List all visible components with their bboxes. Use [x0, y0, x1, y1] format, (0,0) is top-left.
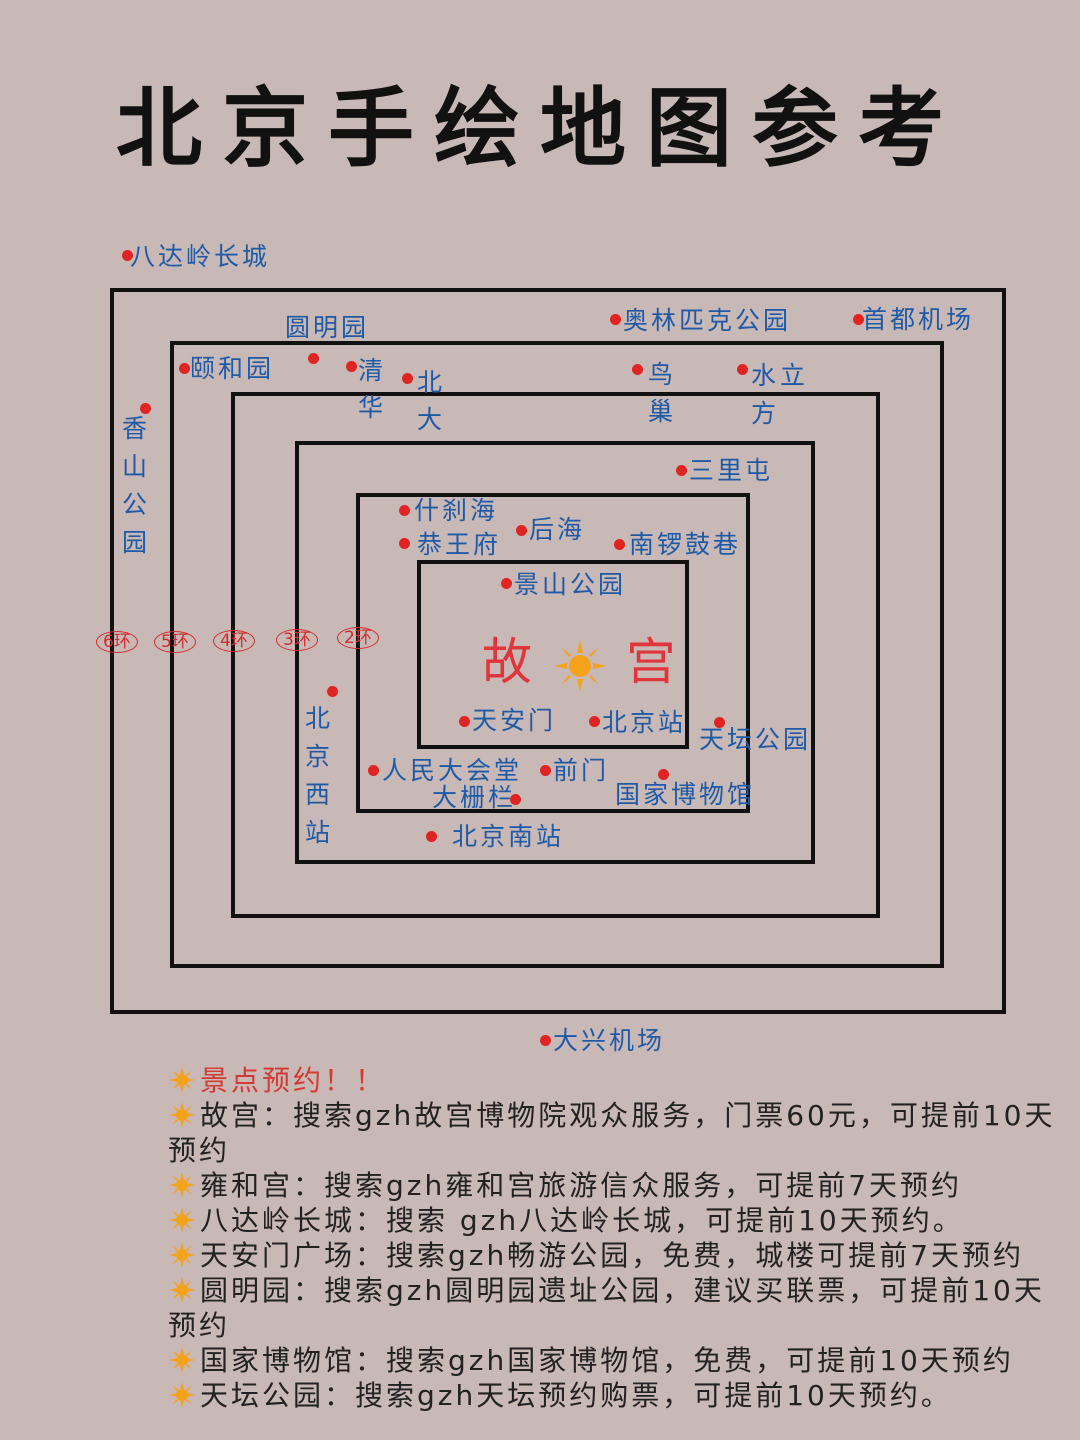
label-beijingxizhan: 北京西站	[305, 704, 331, 847]
marker-jingshan	[501, 578, 512, 589]
label-jingshan: 景山公园	[514, 570, 627, 599]
note-item: 雍和宫：搜索gzh雍和宫旅游信众服务，可提前7天预约	[168, 1168, 1063, 1203]
ring-label-2: 2环	[337, 627, 379, 649]
sun-icon	[169, 1347, 195, 1373]
label-nanzhan: 北京南站	[452, 822, 565, 851]
note-text: 故宫：搜索gzh故宫博物院观众服务，门票60元，可提前10天预约	[168, 1099, 1056, 1167]
ring-label-5: 5环	[154, 631, 196, 653]
marker-renda	[368, 765, 379, 776]
note-item: 八达岭长城：搜索 gzh八达岭长城，可提前10天预约。	[168, 1203, 1063, 1238]
note-text: 国家博物馆：搜索gzh国家博物馆，免费，可提前10天预约	[200, 1344, 1014, 1377]
label-qianmen: 前门	[553, 756, 610, 785]
note-item: 圆明园：搜索gzh圆明园遗址公园，建议买联票，可提前10天预约	[168, 1273, 1063, 1343]
label-dashilan: 大栅栏	[432, 783, 517, 812]
label-guobo: 国家博物馆	[615, 780, 756, 809]
sun-icon	[169, 1382, 195, 1408]
label-beida: 北大	[417, 368, 443, 434]
sun-icon	[169, 1207, 195, 1233]
marker-qinghua	[346, 361, 357, 372]
ring-5	[170, 341, 944, 968]
marker-beijingzhan	[589, 716, 600, 727]
marker-beijingxizhan	[327, 686, 338, 697]
ring-label-6: 6环	[96, 631, 138, 653]
label-houhai: 后海	[529, 515, 586, 544]
sun-icon	[169, 1242, 195, 1268]
label-tiananmen: 天安门	[472, 706, 557, 735]
marker-tiananmen	[459, 716, 470, 727]
sun-icon	[553, 639, 606, 692]
label-shuilifang: 水立方	[751, 361, 810, 428]
note-item: 天坛公园：搜索gzh天坛预约购票，可提前10天预约。	[168, 1378, 1063, 1413]
marker-nanzhan	[426, 831, 437, 842]
ring-2	[356, 493, 750, 813]
palace-left-char: 故	[482, 633, 534, 691]
marker-beida	[402, 373, 413, 384]
notes-header: 景点预约！！	[168, 1063, 1063, 1098]
label-xiangshan: 香山公园	[122, 414, 148, 557]
note-text: 雍和宫：搜索gzh雍和宫旅游信众服务，可提前7天预约	[200, 1169, 963, 1202]
note-text: 天坛公园：搜索gzh天坛预约购票，可提前10天预约。	[200, 1379, 952, 1412]
note-item: 天安门广场：搜索gzh畅游公园，免费，城楼可提前7天预约	[168, 1238, 1063, 1273]
reservation-notes: 景点预约！！ 故宫：搜索gzh故宫博物院观众服务，门票60元，可提前10天预约 …	[168, 1063, 1063, 1413]
marker-gongwangfu	[399, 538, 410, 549]
marker-houhai	[516, 525, 527, 536]
marker-niaochao	[632, 364, 643, 375]
label-beijingzhan: 北京站	[602, 708, 687, 737]
ring-4	[231, 392, 880, 918]
label-nanluoguxiang: 南锣鼓巷	[629, 530, 742, 559]
note-text: 圆明园：搜索gzh圆明园遗址公园，建议买联票，可提前10天预约	[168, 1274, 1045, 1342]
label-daxing: 大兴机场	[553, 1026, 666, 1055]
label-olympic: 奥林匹克公园	[623, 306, 792, 335]
marker-yuanmingyuan	[308, 353, 319, 364]
forbidden-city-label: 故 宫	[482, 622, 678, 694]
marker-guobo	[658, 769, 669, 780]
note-item: 国家博物馆：搜索gzh国家博物馆，免费，可提前10天预约	[168, 1343, 1063, 1378]
sun-icon	[169, 1067, 195, 1093]
marker-sanlitun	[676, 465, 687, 476]
ring-label-4: 4环	[213, 630, 255, 652]
label-shichahai: 什刹海	[414, 496, 499, 525]
label-yuanmingyuan: 圆明园	[285, 313, 370, 342]
marker-dashilan	[510, 794, 521, 805]
label-capital-airport: 首都机场	[862, 305, 975, 334]
label-gongwangfu: 恭王府	[417, 530, 502, 559]
marker-tiantan	[714, 717, 725, 728]
ring-1	[417, 560, 689, 749]
marker-qianmen	[540, 765, 551, 776]
sun-icon	[169, 1172, 195, 1198]
sun-icon	[169, 1102, 195, 1128]
ring-label-3: 3环	[276, 629, 318, 651]
marker-olympic	[610, 314, 621, 325]
note-text: 八达岭长城：搜索 gzh八达岭长城，可提前10天预约。	[200, 1204, 964, 1237]
marker-daxing	[540, 1035, 551, 1046]
marker-shuilifang	[737, 364, 748, 375]
marker-capital-airport	[853, 314, 864, 325]
notes-header-text: 景点预约！！	[200, 1064, 387, 1097]
marker-xiangshan	[140, 403, 151, 414]
ring-3	[295, 441, 815, 864]
label-badaling: 八达岭长城	[130, 242, 271, 271]
label-niaochao: 鸟巢	[648, 360, 674, 426]
marker-nanluoguxiang	[614, 539, 625, 550]
sun-icon	[169, 1277, 195, 1303]
note-text: 天安门广场：搜索gzh畅游公园，免费，城楼可提前7天预约	[200, 1239, 1025, 1272]
label-sanlitun: 三里屯	[689, 456, 774, 485]
marker-yiheyuan	[179, 363, 190, 374]
label-renda: 人民大会堂	[382, 756, 523, 785]
label-yiheyuan: 颐和园	[190, 354, 275, 383]
label-tiantan: 天坛公园	[699, 725, 812, 754]
label-qinghua: 清华	[358, 356, 384, 422]
marker-badaling	[122, 250, 133, 261]
page-title: 北京手绘地图参考	[116, 79, 964, 179]
marker-shichahai	[399, 505, 410, 516]
note-item: 故宫：搜索gzh故宫博物院观众服务，门票60元，可提前10天预约	[168, 1098, 1063, 1168]
palace-right-char: 宫	[625, 633, 678, 691]
